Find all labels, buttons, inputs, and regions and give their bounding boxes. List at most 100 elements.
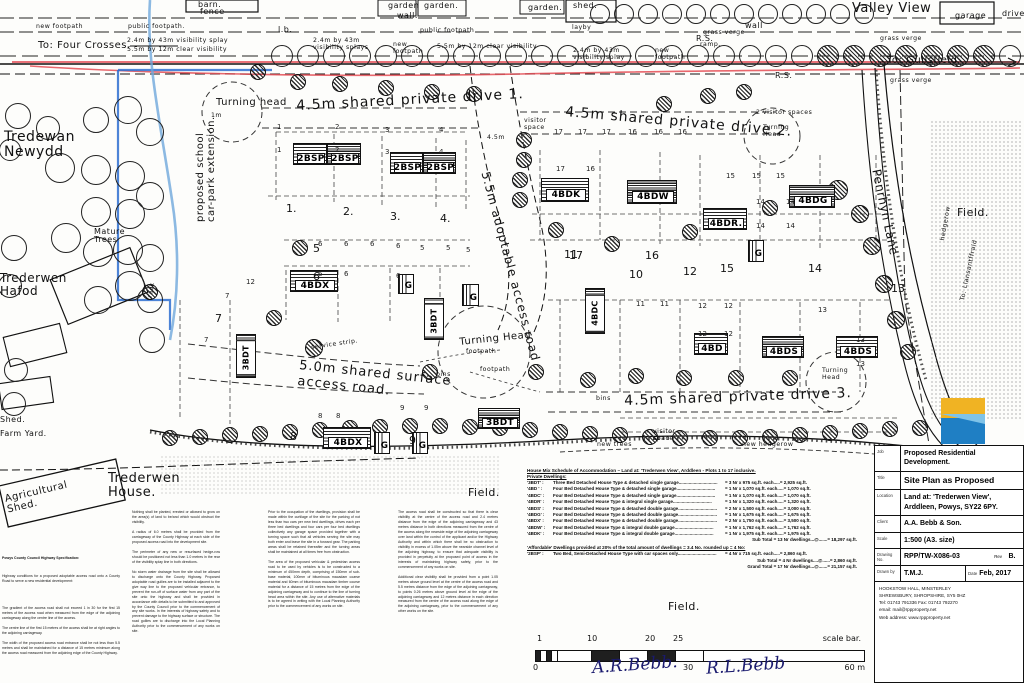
tree-symbol-filled xyxy=(222,427,238,444)
tree-symbol xyxy=(1,235,27,261)
garage-plot: G xyxy=(462,284,479,306)
title-block-row-client: Client A.A. Bebb & Son. xyxy=(875,516,1023,533)
map-annotation: grass verge xyxy=(703,29,745,36)
tree-symbol xyxy=(614,4,634,24)
title-block: Job Proposed Residential Development. Ti… xyxy=(874,445,1024,683)
scale-tick-1: 1 xyxy=(537,634,543,643)
tree-symbol-filled xyxy=(851,205,869,223)
notes-powys-heading: Powys County Council Highway Specificati… xyxy=(2,556,118,561)
tree-symbol-filled xyxy=(290,74,306,90)
plot-ref-number: 17 xyxy=(602,128,611,136)
tree-symbol xyxy=(999,45,1021,67)
tree-symbol-filled xyxy=(672,429,688,446)
tree-symbol-filled xyxy=(702,429,718,446)
place-label: Tredewan Newydd xyxy=(4,129,75,160)
map-annotation: new footpath xyxy=(655,47,686,61)
plot-ref-number: 15 xyxy=(752,172,761,180)
plot-ref-number: 6 xyxy=(396,242,401,250)
tree-symbol xyxy=(635,45,657,67)
title-block-row-scale: Scale 1:500 (A3. size) xyxy=(875,532,1023,550)
notes-column-3: Prior to the occupation of the dwellings… xyxy=(268,510,360,614)
plot-number: 13 xyxy=(891,282,905,295)
plot-ref-number: 5 xyxy=(466,246,471,254)
note-paragraph: No storm water drainage from the site sh… xyxy=(132,569,220,634)
tree-symbol-filled xyxy=(676,370,692,386)
tb-drawing-no: RPP/TW-X086-03 xyxy=(904,553,960,561)
map-annotation: Turning Head xyxy=(763,124,790,138)
plot-ref-number: 3 xyxy=(385,126,390,134)
tree-symbol xyxy=(686,4,706,24)
tree-symbol-filled xyxy=(422,364,438,380)
scale-bar: 1 10 20 25 scale bar. 0 30 60 m xyxy=(533,634,865,676)
plot-ref-number: 5 xyxy=(420,244,425,252)
place-label: Mature Trees xyxy=(94,227,126,245)
scale-bar-label: scale bar. xyxy=(822,634,861,643)
notes-left-items: The gradient of the access road shall no… xyxy=(2,606,120,661)
plot-ref-number: 14 xyxy=(756,222,765,230)
tree-symbol-filled xyxy=(656,96,672,112)
tree-symbol xyxy=(115,199,145,229)
schedule-house-code: '4BD ' : xyxy=(527,486,543,492)
tree-symbol-filled xyxy=(512,172,528,188)
schedule-affordable-rows: '2BSP' : Two Bed, Semi-Detached House Typ… xyxy=(527,551,857,557)
map-annotation: proposed school car-park extension. xyxy=(195,116,217,222)
tree-symbol xyxy=(83,107,109,133)
schedule-house-calc: = 4 Nr x 715 sq.ft. each.....= 2,860 sq.… xyxy=(725,551,808,557)
tree-symbol-filled xyxy=(305,339,323,357)
tb-date: Feb, 2017 xyxy=(979,569,1012,577)
tree-symbol-filled xyxy=(612,427,628,444)
house-type-label: 4BDK xyxy=(545,189,587,202)
plot-ref-number: 16 xyxy=(654,128,663,136)
tb-key-location: Location xyxy=(875,490,901,516)
place-label: drive xyxy=(1002,9,1024,18)
notes-column-4: The access road shall be constructed so … xyxy=(398,510,498,619)
schedule-affordable-subtotal: Sub Total = 4 Nr dwellings....@......= 2… xyxy=(757,557,857,563)
schedule-house-calc: = 1 Nr x 1,675 sq.ft. each.....= 1,675 s… xyxy=(725,511,811,517)
tree-symbol-filled xyxy=(875,275,893,293)
title-block-row-location: Location Land at: 'Trederwen View', Ardd… xyxy=(875,490,1023,517)
schedule-house-desc: Four Bed Detached House Type & integral … xyxy=(553,499,712,505)
tree-symbol-filled xyxy=(250,64,266,80)
place-label: l.b. xyxy=(278,25,293,34)
practice-address-line: Tel: 01743 791336 Fax: 01743 792270 xyxy=(879,600,958,606)
plot-ref-number: 12 xyxy=(724,302,733,310)
tree-symbol-filled xyxy=(822,425,838,442)
tree-symbol xyxy=(791,45,813,67)
schedule-house-calc: = 1 Nr x 1,070 sq.ft. each.....= 1,070 s… xyxy=(725,486,811,492)
tree-symbol-filled xyxy=(424,84,440,100)
plot-ref-number: 8 xyxy=(318,412,323,420)
plot-ref-number: 11 xyxy=(636,300,645,308)
place-label: shed. xyxy=(573,1,598,10)
map-annotation: 2 visitor spaces xyxy=(756,109,813,116)
house-plot: 2BSP xyxy=(423,152,456,174)
tree-symbol-filled xyxy=(252,425,268,442)
garage-plot: G xyxy=(374,432,390,454)
garage-plot: G xyxy=(412,432,428,454)
tree-symbol xyxy=(739,45,761,67)
garage-label: G xyxy=(754,249,762,259)
house-type-label: 4BDR. xyxy=(707,218,745,230)
schedule-house-code: '4BDK' : xyxy=(527,531,545,536)
tree-symbol-filled xyxy=(732,429,748,446)
tree-symbol-filled xyxy=(762,200,778,216)
schedule-row: '2BSP' : Two Bed, Semi-Detached House Typ… xyxy=(527,551,857,557)
schedule-house-desc: Two Bed, Semi-Detached House Type with c… xyxy=(553,551,717,557)
schedule-row: '4BDR' :Four Bed Detached House Type & i… xyxy=(527,499,857,505)
garage-label: G xyxy=(469,293,477,303)
tree-symbol xyxy=(557,45,579,67)
schedule-house-code: '2BSP' : xyxy=(527,551,544,557)
place-label: garden xyxy=(388,1,420,10)
note-paragraph: A radius of 6.0 metres shall be provided… xyxy=(132,529,220,544)
tree-symbol xyxy=(271,45,293,67)
tb-client: A.A. Bebb & Son. xyxy=(904,520,962,528)
place-label: garage xyxy=(955,11,987,20)
schedule-house-calc: = 2 Nr x 1,750 sq.ft. each.....= 3,500 s… xyxy=(725,518,811,524)
tree-symbol xyxy=(81,155,111,185)
plot-ref-number: 15 xyxy=(776,172,785,180)
house-type-label: 4BDS xyxy=(766,346,802,358)
tree-symbol-filled xyxy=(792,427,808,444)
tree-symbol-filled xyxy=(516,152,532,168)
tb-location: Land at: 'Trederwen View', Arddleen, Pow… xyxy=(904,494,998,511)
map-annotation: public footpath. xyxy=(128,23,185,30)
plot-ref-number: 11 xyxy=(660,300,669,308)
